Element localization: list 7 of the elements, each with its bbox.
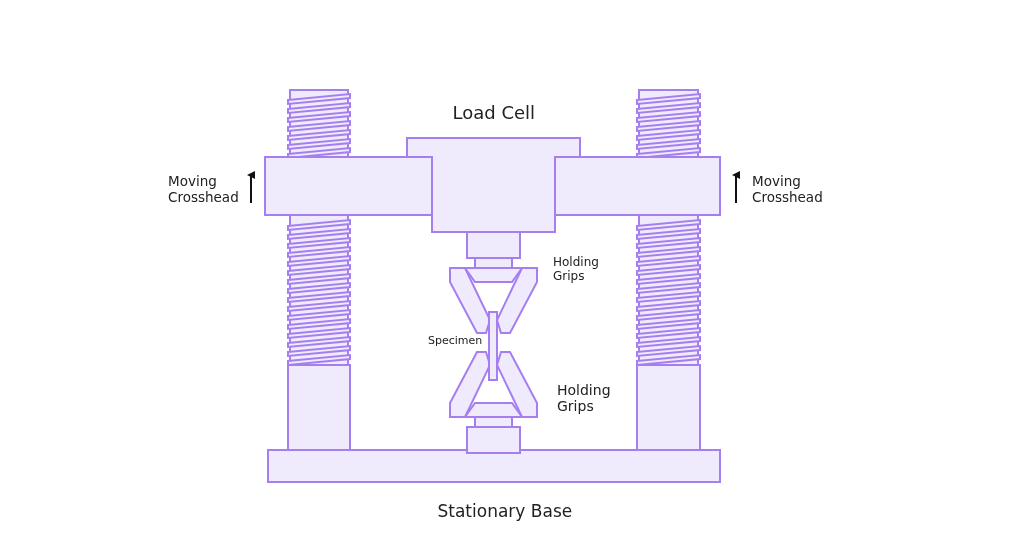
part-label: Holding Grips (557, 382, 612, 415)
part-label: Stationary Base (437, 502, 573, 522)
part-label: Load Cell (452, 103, 536, 124)
part-label: Specimen (428, 335, 483, 348)
part-label: Moving Crosshead (752, 174, 824, 206)
part-label: Holding Grips (553, 256, 600, 284)
part-label: Moving Crosshead (168, 174, 240, 206)
